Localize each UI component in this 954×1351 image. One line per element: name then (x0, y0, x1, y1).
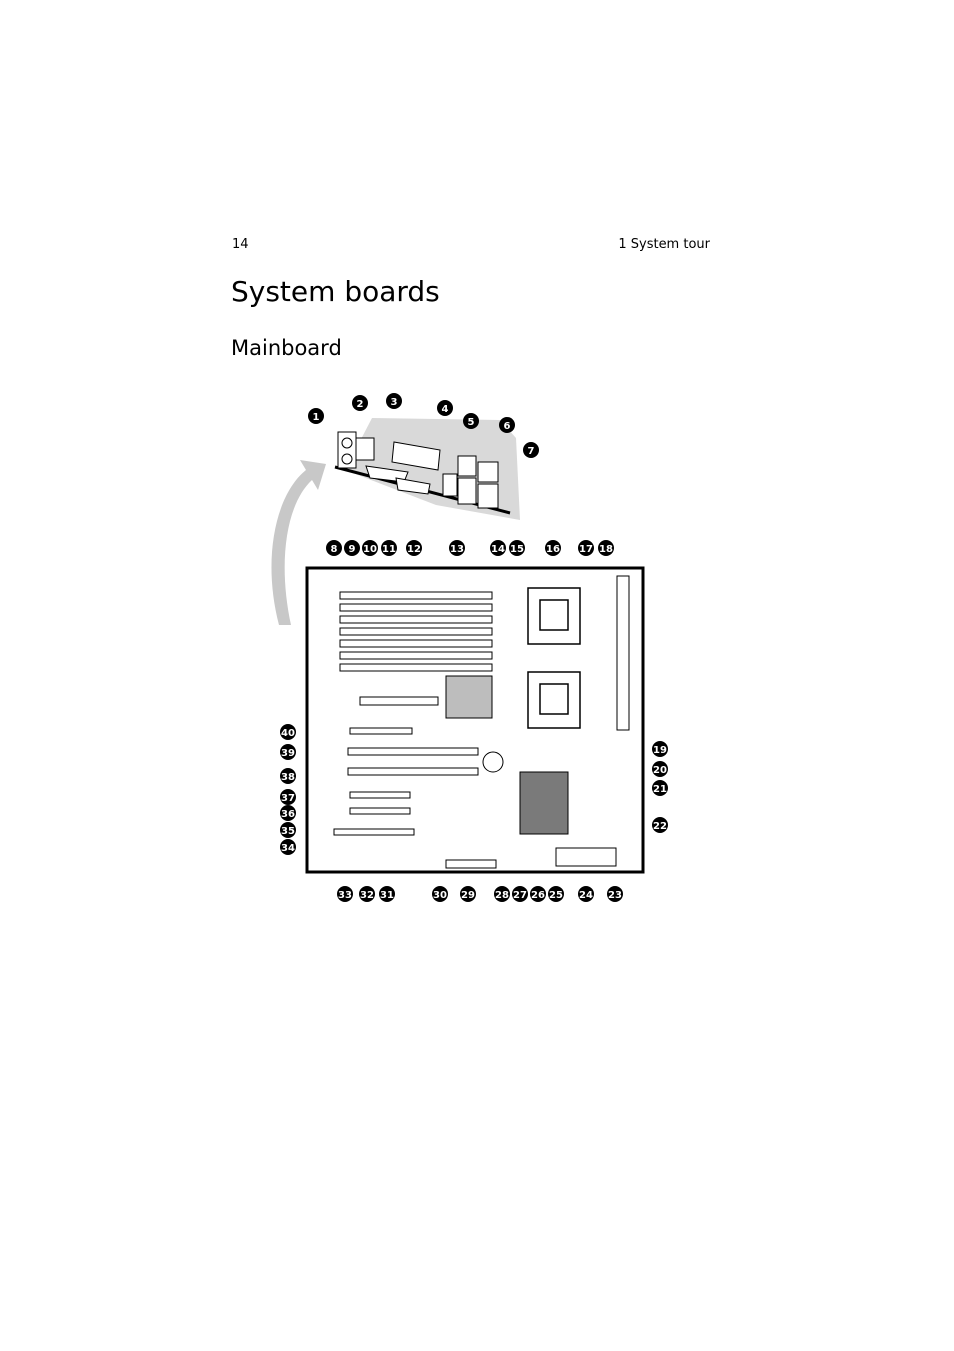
svg-text:30: 30 (433, 890, 447, 901)
callout-36: 36 (280, 805, 296, 821)
callout-27: 27 (512, 886, 528, 902)
rotation-arrow (271, 460, 326, 625)
callout-15: 15 (509, 540, 525, 556)
svg-text:40: 40 (281, 728, 295, 739)
ide-connector (445, 859, 497, 869)
svg-text:4: 4 (442, 404, 449, 415)
callout-13: 13 (449, 540, 465, 556)
callout-3: 3 (386, 393, 402, 409)
svg-text:32: 32 (360, 890, 374, 901)
sata-connector-block (555, 847, 617, 867)
cpu-sockets (527, 587, 581, 729)
section-title: System boards (231, 275, 440, 308)
svg-text:23: 23 (608, 890, 622, 901)
svg-text:31: 31 (380, 890, 394, 901)
callout-21: 21 (652, 780, 668, 796)
callout-4: 4 (437, 400, 453, 416)
svg-text:35: 35 (281, 826, 295, 837)
callout-31: 31 (379, 886, 395, 902)
callout-11: 11 (381, 540, 397, 556)
svg-text:16: 16 (546, 544, 560, 555)
callout-14: 14 (490, 540, 506, 556)
callout-35: 35 (280, 822, 296, 838)
svg-text:15: 15 (510, 544, 524, 555)
svg-text:2: 2 (357, 399, 364, 410)
svg-text:14: 14 (491, 544, 505, 555)
svg-text:3: 3 (391, 397, 398, 408)
svg-text:12: 12 (407, 544, 421, 555)
svg-text:25: 25 (549, 890, 563, 901)
callout-20: 20 (652, 761, 668, 777)
callout-29: 29 (460, 886, 476, 902)
callout-badges: 1 2 3 4 5 6 7 8 9 10 11 12 13 14 15 16 1… (280, 393, 668, 902)
svg-text:33: 33 (338, 890, 352, 901)
callout-2: 2 (352, 395, 368, 411)
callout-30: 30 (432, 886, 448, 902)
callout-26: 26 (530, 886, 546, 902)
callout-33: 33 (337, 886, 353, 902)
callout-24: 24 (578, 886, 594, 902)
pci-slots (333, 696, 479, 836)
svg-text:21: 21 (653, 784, 667, 795)
svg-text:17: 17 (579, 544, 593, 555)
svg-text:28: 28 (495, 890, 509, 901)
svg-text:13: 13 (450, 544, 464, 555)
svg-text:6: 6 (504, 421, 511, 432)
callout-39: 39 (280, 744, 296, 760)
callout-9: 9 (344, 540, 360, 556)
svg-text:20: 20 (653, 765, 667, 776)
callout-16: 16 (545, 540, 561, 556)
svg-text:9: 9 (349, 544, 356, 555)
callout-10: 10 (362, 540, 378, 556)
callout-8: 8 (326, 540, 342, 556)
battery (482, 751, 504, 773)
svg-text:29: 29 (461, 890, 475, 901)
board-outline (305, 566, 645, 874)
power-connector (616, 575, 630, 731)
callout-12: 12 (406, 540, 422, 556)
svg-text:37: 37 (281, 793, 295, 804)
dimm-slots (339, 591, 493, 672)
svg-text:34: 34 (281, 843, 295, 854)
svg-text:1: 1 (313, 412, 320, 423)
callout-17: 17 (578, 540, 594, 556)
svg-text:18: 18 (599, 544, 613, 555)
callout-19: 19 (652, 741, 668, 757)
svg-text:11: 11 (382, 544, 396, 555)
svg-text:8: 8 (331, 544, 338, 555)
callout-34: 34 (280, 839, 296, 855)
rear-io-connectors (337, 431, 499, 509)
callout-1: 1 (308, 408, 324, 424)
svg-text:10: 10 (363, 544, 377, 555)
chipset-heatsink (445, 675, 493, 719)
svg-text:38: 38 (281, 772, 295, 783)
callout-25: 25 (548, 886, 564, 902)
running-header: 1 System tour (618, 237, 710, 252)
svg-text:19: 19 (653, 745, 667, 756)
svg-text:39: 39 (281, 748, 295, 759)
svg-text:27: 27 (513, 890, 527, 901)
callout-23: 23 (607, 886, 623, 902)
callout-28: 28 (494, 886, 510, 902)
svg-text:26: 26 (531, 890, 545, 901)
callout-22: 22 (652, 817, 668, 833)
svg-text:7: 7 (528, 446, 535, 457)
callout-38: 38 (280, 768, 296, 784)
svg-text:36: 36 (281, 809, 295, 820)
southbridge-heatsink (519, 771, 569, 835)
callout-37: 37 (280, 789, 296, 805)
svg-text:5: 5 (468, 417, 475, 428)
svg-text:22: 22 (653, 821, 667, 832)
page-number: 14 (232, 237, 249, 252)
callout-6: 6 (499, 417, 515, 433)
callout-32: 32 (359, 886, 375, 902)
callout-5: 5 (463, 413, 479, 429)
callout-40: 40 (280, 724, 296, 740)
callout-7: 7 (523, 442, 539, 458)
callout-18: 18 (598, 540, 614, 556)
subsection-title: Mainboard (231, 336, 342, 360)
svg-text:24: 24 (579, 890, 593, 901)
